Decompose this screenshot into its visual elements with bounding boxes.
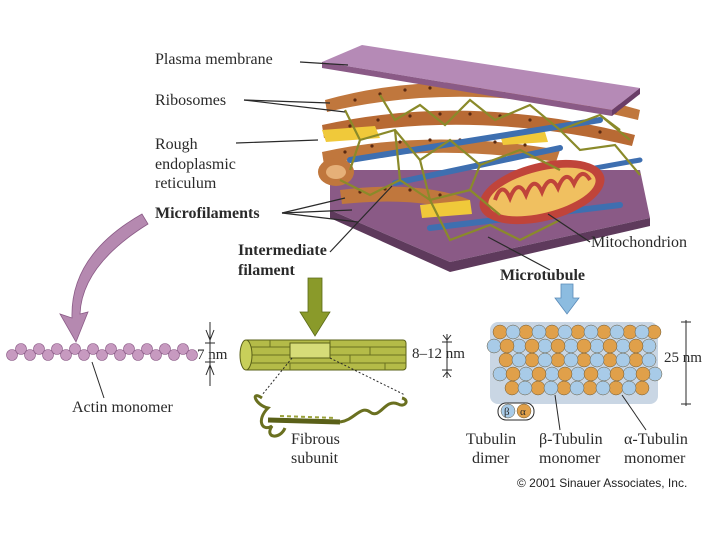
label-mitochondrion: Mitochondrion: [591, 234, 687, 251]
fibrous-subunit-zoom-lines: [261, 357, 406, 396]
label-tubulin-dimer-line1: Tubulin: [466, 431, 517, 448]
intermediate-filament-cable: [239, 339, 407, 371]
microtubule-cylinder: β α: [486, 322, 663, 431]
size-bracket-25nm: [681, 320, 691, 406]
top-plasma-membrane: [322, 45, 640, 110]
label-actin-monomer: Actin monomer: [72, 399, 173, 416]
label-size-25nm: 25 nm: [664, 350, 702, 366]
cell-cutaway-illustration: [318, 45, 650, 272]
label-alpha-tubulin-line2: monomer: [624, 450, 686, 467]
bottom-membrane-edge: [330, 210, 650, 272]
microtubule-arrow: [554, 283, 580, 315]
alpha-symbol: α: [520, 406, 526, 418]
label-rough-er-line3: reticulum: [155, 175, 217, 192]
actin-pointer: [91, 361, 105, 399]
label-microtubule: Microtubule: [500, 267, 586, 284]
label-plasma-membrane: Plasma membrane: [155, 51, 273, 68]
label-rough-er-line2: endoplasmic: [155, 156, 236, 173]
membrane-back-edge: [612, 88, 640, 116]
label-intermediate-line1: Intermediate: [238, 242, 327, 259]
mitochondrion-shape: [479, 159, 605, 225]
leader-lines: [235, 61, 591, 271]
label-intermediate-line2: filament: [238, 262, 295, 279]
actin-arrow: [59, 213, 149, 343]
label-microfilaments: Microfilaments: [155, 205, 260, 222]
size-bracket-8-12nm: [442, 334, 452, 378]
filament-mesh: [339, 94, 641, 242]
label-alpha-tubulin-line1: α-Tubulin: [624, 431, 688, 448]
tubulin-rows: [486, 324, 663, 396]
label-fibrous-line2: subunit: [291, 450, 339, 467]
label-size-7nm: 7 nm: [197, 347, 228, 363]
top-plasma-membrane-edge: [322, 62, 612, 116]
label-beta-tubulin-line1: β-Tubulin: [539, 431, 603, 448]
tubulin-pointer-lines: [554, 394, 647, 431]
label-rough-er-line1: Rough: [155, 136, 198, 153]
label-tubulin-dimer-line2: dimer: [472, 450, 510, 467]
actin-filament: [6, 343, 198, 361]
label-ribosomes: Ribosomes: [155, 92, 227, 109]
tubulin-dimer-callout: β α: [497, 402, 535, 421]
size-bracket-7nm: [205, 322, 215, 386]
fibrous-subunit: [253, 394, 408, 438]
label-size-8-12nm: 8–12 nm: [412, 346, 465, 362]
intermediate-arrow: [299, 277, 331, 337]
copyright-notice: © 2001 Sinauer Associates, Inc.: [517, 476, 688, 490]
label-fibrous-line1: Fibrous: [291, 431, 340, 448]
label-beta-tubulin-line2: monomer: [539, 450, 601, 467]
beta-symbol: β: [504, 406, 510, 418]
